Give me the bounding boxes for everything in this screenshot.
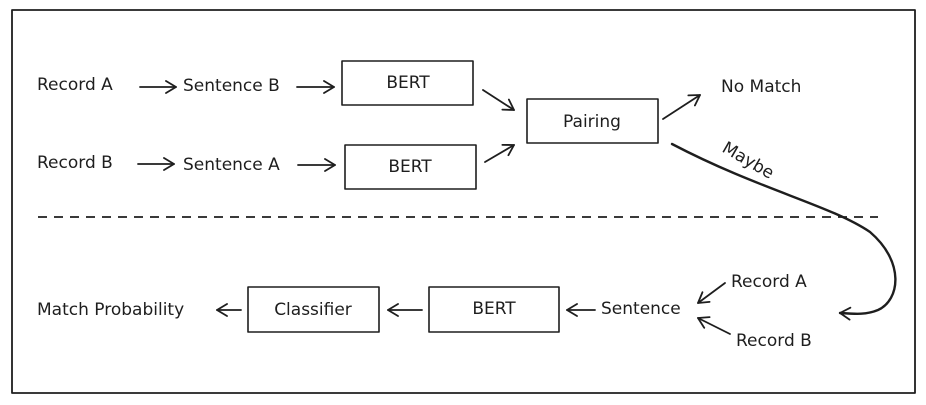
arrow-record-b-to-sentence	[697, 316, 731, 335]
classifier-box	[247, 286, 380, 333]
bert-box-middle	[344, 144, 477, 190]
bert-box-top	[341, 60, 474, 106]
pairing-box	[526, 98, 659, 144]
classifier-box-label: Classifier	[274, 300, 352, 320]
no-match-label: No Match	[721, 77, 801, 97]
pairing-box-label: Pairing	[563, 112, 621, 132]
outer-frame	[11, 9, 916, 394]
bert-box-bottom	[428, 286, 560, 333]
top-sentence-b-label: Sentence B	[183, 76, 280, 96]
arrow-maybe-to-bottom	[670, 142, 897, 321]
bert-box-middle-label: BERT	[388, 157, 432, 177]
sentence-label: Sentence	[601, 299, 681, 319]
bert-box-bottom-label: BERT	[472, 299, 516, 319]
match-probability-label: Match Probability	[37, 300, 184, 320]
top-sentence-a-label: Sentence A	[183, 155, 280, 175]
arrow-pairing-to-no-match	[662, 94, 701, 120]
top-record-a-label: Record A	[37, 75, 113, 95]
arrow-bert-middle-to-pairing	[484, 143, 515, 163]
top-record-b-label: Record B	[37, 153, 113, 173]
arrow-record-a-to-sentence	[697, 282, 726, 304]
bert-box-top-label: BERT	[386, 73, 430, 93]
arrow-bert-top-to-pairing	[482, 89, 515, 111]
bottom-record-a-label: Record A	[731, 272, 807, 292]
bottom-record-b-label: Record B	[736, 331, 812, 351]
maybe-label: Maybe	[719, 138, 778, 184]
